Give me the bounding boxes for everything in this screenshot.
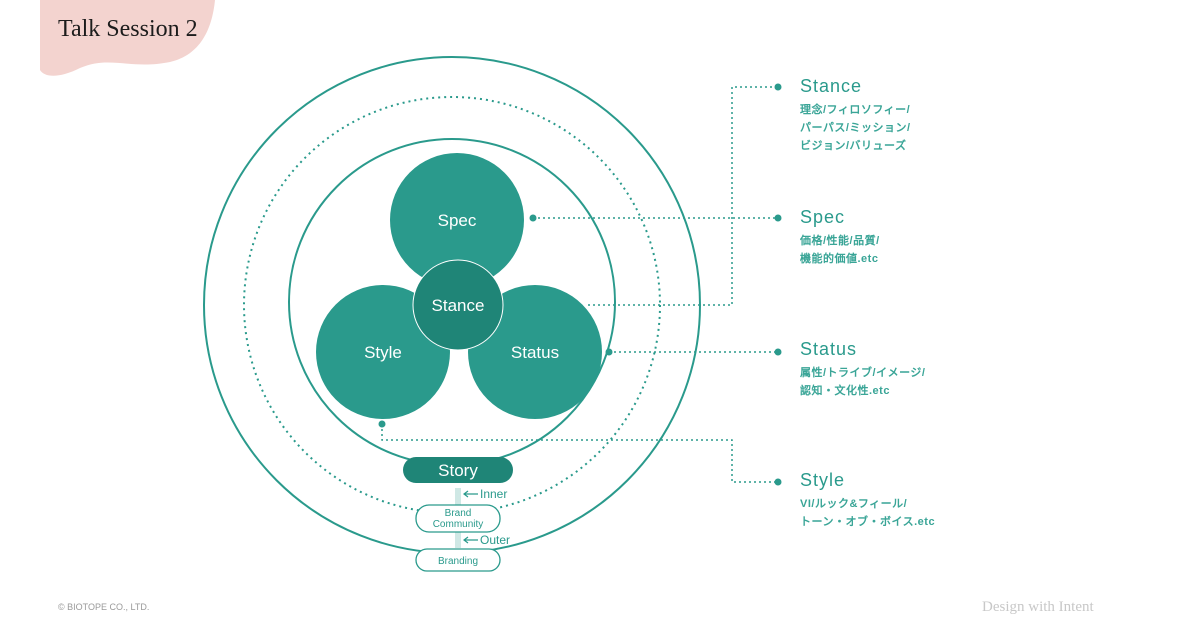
brand-community-line1: Brand bbox=[445, 508, 472, 519]
legend-style: Style VI/ルック&フィール/トーン・オブ・ボイス.etc bbox=[800, 470, 935, 531]
copyright: © BIOTOPE CO., LTD. bbox=[58, 602, 150, 612]
brand-community-pill bbox=[415, 504, 501, 533]
style-label: Style bbox=[364, 343, 402, 362]
inner-label: Inner bbox=[480, 487, 507, 501]
arrow-icons bbox=[463, 490, 478, 544]
tagline: Design with Intent bbox=[982, 599, 1094, 615]
connector-dots bbox=[378, 83, 782, 486]
story-label: Story bbox=[438, 461, 478, 480]
pink-blob bbox=[40, 0, 215, 76]
legend-line: 理念/フィロソフィー/ bbox=[800, 104, 911, 116]
stance-circle bbox=[412, 259, 504, 351]
legend-title: Status bbox=[800, 339, 858, 359]
legend-line: VI/ルック&フィール/ bbox=[800, 498, 908, 510]
legend-line: トーン・オブ・ボイス.etc bbox=[800, 516, 936, 528]
page-title: Talk Session 2 bbox=[58, 16, 198, 42]
legend-line: 認知・文化性.etc bbox=[800, 385, 890, 397]
legend-line: ビジョン/バリューズ bbox=[800, 140, 907, 152]
spec-label: Spec bbox=[438, 211, 477, 230]
branding-label: Branding bbox=[438, 556, 478, 567]
legend-line: 機能的価値.etc bbox=[800, 253, 879, 265]
brand-community-line2: Community bbox=[433, 519, 484, 530]
legend-title: Spec bbox=[800, 207, 846, 227]
story-pill bbox=[403, 457, 513, 483]
legend-title: Stance bbox=[800, 76, 863, 96]
legend-line: 属性/トライブ/イメージ/ bbox=[800, 367, 926, 379]
connector-lines bbox=[381, 86, 778, 483]
legend-line: 価格/性能/品質/ bbox=[800, 235, 880, 247]
status-circle bbox=[468, 285, 602, 419]
stance-label: Stance bbox=[432, 296, 485, 315]
legend-spec: Spec 価格/性能/品質/機能的価値.etc bbox=[800, 207, 880, 268]
legend-line: パーパス/ミッション/ bbox=[800, 122, 911, 134]
outer-label: Outer bbox=[480, 533, 510, 547]
status-label: Status bbox=[511, 343, 559, 362]
legend-stance: Stance 理念/フィロソフィー/パーパス/ミッション/ビジョン/バリューズ bbox=[800, 76, 911, 155]
spec-circle bbox=[390, 153, 524, 287]
branding-pill bbox=[415, 548, 501, 572]
legend-title: Style bbox=[800, 470, 846, 490]
legend-status: Status 属性/トライブ/イメージ/認知・文化性.etc bbox=[800, 339, 925, 400]
